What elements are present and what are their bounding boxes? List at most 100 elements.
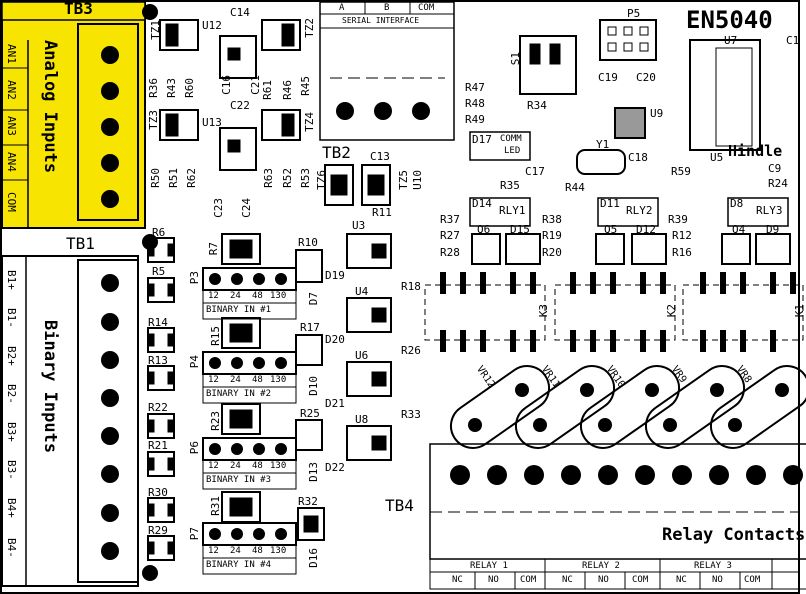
refdes-c20: C20 <box>636 71 656 84</box>
refdes-d16: D16 <box>307 548 320 568</box>
refdes-c13: C13 <box>370 150 390 163</box>
led-rly2: RLY2 <box>626 204 653 217</box>
refdes-r43: R43 <box>165 78 178 98</box>
range-48: 48 <box>252 546 263 556</box>
refdes-d17: D17 <box>472 133 492 146</box>
led-rly1: RLY1 <box>499 204 526 217</box>
refdes-u13: U13 <box>202 116 222 129</box>
refdes-u5: U5 <box>710 151 724 164</box>
refdes-d10: D10 <box>307 376 320 396</box>
range-48: 48 <box>252 461 263 471</box>
binary-in-4-caption: BINARY IN #4 <box>206 560 272 570</box>
refdes-c17: C17 <box>525 165 545 178</box>
tb1-pin-b4m: B4- <box>5 538 18 558</box>
relay-2-no: NO <box>598 575 609 585</box>
tb1-pin-b1p: B1+ <box>5 270 18 290</box>
refdes-r45: R45 <box>299 76 312 96</box>
refdes-p4: P4 <box>188 355 201 369</box>
tb2-terminal-block <box>319 1 455 141</box>
refdes-r37: R37 <box>440 213 460 226</box>
relay-3-nc: NC <box>676 575 687 585</box>
refdes-r35: R35 <box>500 179 520 192</box>
tb3-pin-com: COM <box>5 192 18 212</box>
tb1-label: TB1 <box>66 234 95 253</box>
range-24: 24 <box>230 291 241 301</box>
tb3-pin-an2: AN2 <box>5 80 18 100</box>
range-12: 12 <box>208 546 219 556</box>
refdes-q5: Q5 <box>604 223 618 236</box>
refdes-r61: R61 <box>261 80 274 100</box>
refdes-q6: Q6 <box>477 223 491 236</box>
tb3-label: TB3 <box>64 0 93 18</box>
refdes-r60: R60 <box>183 78 196 98</box>
refdes-d19: D19 <box>325 269 345 282</box>
refdes-k3: K3 <box>537 304 550 318</box>
tb1-pin-b3p: B3+ <box>5 422 18 442</box>
range-12: 12 <box>208 375 219 385</box>
tb2-label: TB2 <box>322 143 351 162</box>
tb3-pin-an1: AN1 <box>5 44 18 64</box>
refdes-r47: R47 <box>465 81 485 94</box>
refdes-c19: C19 <box>598 71 618 84</box>
refdes-d12: D12 <box>636 223 656 236</box>
tb1-pin-b2p: B2+ <box>5 346 18 366</box>
tb1-pin-b2m: B2- <box>5 384 18 404</box>
refdes-tz6: TZ6 <box>315 170 328 190</box>
refdes-d8: D8 <box>730 197 744 210</box>
refdes-r28: R28 <box>440 246 460 259</box>
refdes-r44: R44 <box>565 181 585 194</box>
mounting-hole <box>142 565 158 581</box>
refdes-r34: R34 <box>527 99 547 112</box>
refdes-r5: R5 <box>152 265 166 278</box>
refdes-k1: K1 <box>793 304 806 318</box>
refdes-r10: R10 <box>298 236 318 249</box>
refdes-u6: U6 <box>355 349 369 362</box>
refdes-c22: C22 <box>230 99 250 112</box>
refdes-p6: P6 <box>188 441 201 455</box>
refdes-p7: P7 <box>188 527 201 541</box>
refdes-r18: R18 <box>401 280 421 293</box>
refdes-r20: R20 <box>542 246 562 259</box>
relay-2-name: RELAY 2 <box>582 561 620 571</box>
refdes-r31: R31 <box>209 496 222 516</box>
varistors <box>449 365 806 449</box>
refdes-r6: R6 <box>152 226 166 239</box>
binary-inputs-label: Binary Inputs <box>40 320 60 454</box>
refdes-d15: D15 <box>510 223 530 236</box>
refdes-u4: U4 <box>355 285 369 298</box>
refdes-r21: R21 <box>148 439 168 452</box>
tb3-pin-an3: AN3 <box>5 116 18 136</box>
refdes-r48: R48 <box>465 97 485 110</box>
tb1-pin-b4p: B4+ <box>5 498 18 518</box>
tb2-pin-a: A <box>339 3 345 13</box>
refdes-r38: R38 <box>542 213 562 226</box>
refdes-u10: U10 <box>411 170 424 190</box>
refdes-c23: C23 <box>212 198 225 218</box>
range-130: 130 <box>270 461 287 471</box>
refdes-r14: R14 <box>148 316 168 329</box>
refdes-c24: C24 <box>240 198 253 218</box>
refdes-c1: C1 <box>786 34 800 47</box>
refdes-r13: R13 <box>148 354 168 367</box>
comm-led-label-2: LED <box>504 146 521 156</box>
refdes-r62: R62 <box>185 168 198 188</box>
refdes-r24: R24 <box>768 177 788 190</box>
range-24: 24 <box>230 546 241 556</box>
refdes-r59: R59 <box>671 165 691 178</box>
range-24: 24 <box>230 461 241 471</box>
refdes-s1: S1 <box>509 52 522 66</box>
refdes-d14: D14 <box>472 197 492 210</box>
brand-label: Hindle <box>728 142 783 160</box>
refdes-d7: D7 <box>307 292 320 306</box>
refdes-r22: R22 <box>148 401 168 414</box>
refdes-r33: R33 <box>401 408 421 421</box>
refdes-p5: P5 <box>627 7 641 20</box>
led-rly3: RLY3 <box>756 204 783 217</box>
refdes-c9: C9 <box>768 162 782 175</box>
refdes-r63: R63 <box>262 168 275 188</box>
refdes-r7: R7 <box>207 242 220 256</box>
tb2-pin-b: B <box>384 3 390 13</box>
refdes-r26: R26 <box>401 344 421 357</box>
refdes-r51: R51 <box>167 168 180 188</box>
relay-3-com: COM <box>744 575 761 585</box>
